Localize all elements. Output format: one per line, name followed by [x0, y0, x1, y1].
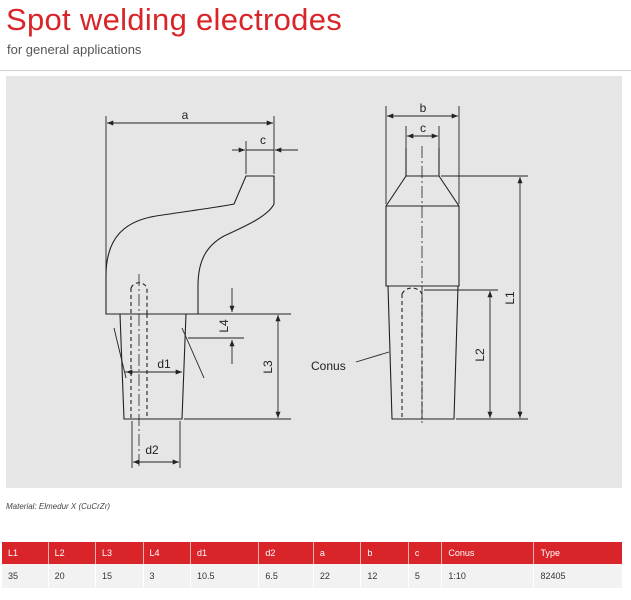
technical-drawing: a c L4 L3	[6, 76, 622, 488]
dimension-d1	[113, 327, 205, 379]
col-header-conus: Conus	[441, 542, 535, 564]
table-row: 35 20 15 3 10.5 6.5 22 12 5 1:10 82405	[2, 564, 622, 588]
dimension-L1	[441, 175, 528, 420]
dim-label-b: b	[420, 101, 427, 115]
dimension-c-right	[405, 126, 440, 148]
cell-L1: 35	[2, 564, 49, 588]
dim-label-c-right: c	[420, 121, 426, 135]
col-header-b: b	[360, 542, 409, 564]
cell-a: 22	[313, 564, 362, 588]
dim-label-L1: L1	[503, 291, 517, 305]
dimension-L3	[184, 313, 291, 420]
left-shank	[119, 313, 187, 420]
right-electrode-view	[385, 146, 460, 426]
col-header-type: Type	[533, 542, 622, 564]
cell-d2: 6.5	[258, 564, 314, 588]
right-shank	[387, 285, 459, 420]
dimension-d2	[131, 421, 181, 468]
col-header-c: c	[408, 542, 443, 564]
electrode-drawing-svg: a c L4 L3	[105, 101, 528, 468]
left-electrode-view	[105, 175, 275, 466]
cell-d1: 10.5	[190, 564, 260, 588]
dimension-a	[105, 116, 275, 312]
page-subtitle: for general applications	[7, 42, 142, 57]
dim-label-d1: d1	[157, 357, 171, 371]
left-body-outline	[105, 175, 275, 315]
cell-L4: 3	[143, 564, 191, 588]
cell-L3: 15	[95, 564, 144, 588]
col-header-L4: L4	[143, 542, 191, 564]
dim-label-c-left: c	[260, 133, 266, 147]
dimension-L2	[424, 289, 498, 418]
conus-leader	[355, 351, 390, 363]
dim-label-a: a	[182, 108, 189, 122]
material-note: Material: Elmedur X (CuCrZr)	[6, 502, 110, 511]
material-text: Material: Elmedur X (CuCrZr)	[6, 502, 111, 511]
dim-label-d2: d2	[145, 443, 159, 457]
col-header-d2: d2	[258, 542, 314, 564]
page-title: Spot welding electrodes	[6, 2, 343, 37]
col-header-L2: L2	[48, 542, 97, 564]
conus-label: Conus	[311, 359, 346, 373]
dim-label-L4: L4	[217, 319, 231, 333]
cell-L2: 20	[48, 564, 97, 588]
dim-label-L3: L3	[261, 360, 275, 374]
cell-b: 12	[360, 564, 409, 588]
col-header-a: a	[313, 542, 362, 564]
dimension-b	[385, 106, 460, 204]
cell-type: 82405	[533, 564, 622, 588]
col-header-d1: d1	[190, 542, 260, 564]
cell-conus: 1:10	[441, 564, 535, 588]
spec-table-header-row: L1 L2 L3 L4 d1 d2 a b c Conus Type	[2, 542, 622, 564]
col-header-L1: L1	[2, 542, 49, 564]
dimension-c-left	[232, 141, 298, 174]
header-divider	[0, 70, 631, 71]
dim-label-L2: L2	[473, 348, 487, 362]
col-header-L3: L3	[95, 542, 144, 564]
spec-table: L1 L2 L3 L4 d1 d2 a b c Conus Type 35 20…	[2, 542, 622, 588]
right-tip	[385, 148, 460, 287]
dimension-L4	[188, 288, 244, 364]
cell-c: 5	[408, 564, 443, 588]
